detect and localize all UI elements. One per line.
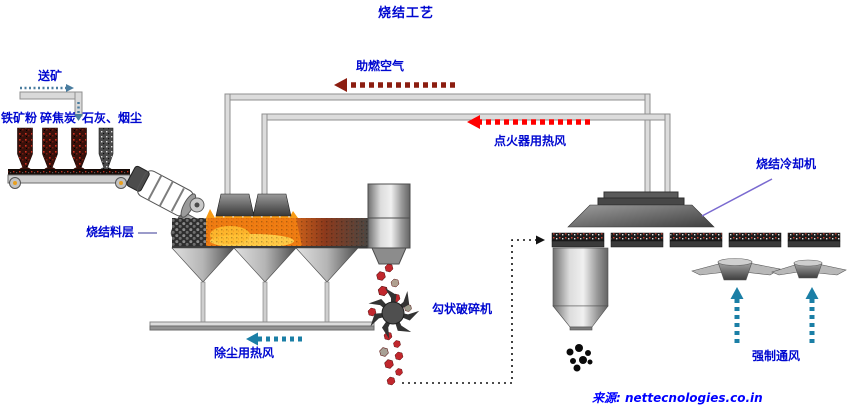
cooling-fan-left [691, 258, 781, 281]
combustion-air-pipe [224, 93, 651, 197]
label-iron-ore-powder: 铁矿粉 [1, 111, 38, 125]
label-sinter-cooler: 烧结冷却机 [756, 157, 817, 171]
forced-draft-arrow-right-icon [805, 287, 819, 343]
cooler-pointer-line [701, 178, 773, 217]
label-dedust-hot-air: 除尘用热风 [214, 346, 275, 360]
recycle-path-icon [402, 235, 545, 384]
label-lime-dust: 石灰、烟尘 [82, 111, 143, 125]
label-forced-draft: 强制通风 [752, 349, 801, 363]
label-combustion-air: 助燃空气 [356, 59, 405, 73]
combustion-air-arrow-icon [334, 78, 455, 92]
feed-arrow-icon [20, 84, 83, 121]
forced-draft-arrow-left-icon [730, 287, 744, 343]
raw-material-hoppers [17, 127, 114, 169]
surge-hopper [552, 247, 609, 331]
cooled-sinter-chunks [566, 344, 593, 372]
label-hook-crusher: 勾状破碎机 [432, 302, 493, 316]
ignition-hoods [215, 193, 292, 217]
label-igniter-hot-air: 点火器用热风 [494, 134, 567, 148]
source-prefix: 来源: [592, 391, 621, 405]
igniter-hot-air-arrow-icon [467, 115, 590, 129]
hot-sinter-chunks [367, 263, 413, 386]
igniter-air-pipe [261, 113, 671, 197]
dedust-arrow-icon [246, 332, 302, 346]
windboxes [171, 247, 359, 323]
discharge-chute [367, 183, 411, 265]
feed-belt-conveyor [7, 167, 131, 189]
page-title: 烧结工艺 [378, 6, 435, 21]
sinter-cooler-hood [567, 191, 715, 228]
label-sinter-bed-layer: 烧结料层 [86, 225, 135, 239]
source-credit: 来源: nettecnologies.co.in [592, 389, 763, 406]
hook-crusher [367, 288, 420, 339]
label-feed-ore: 送矿 [38, 69, 63, 83]
source-site: nettecnologies.co.in [625, 391, 763, 405]
dedusting-duct [149, 321, 375, 331]
cooling-fan-right [771, 259, 847, 279]
label-crushed-coke: 碎焦炭 [40, 111, 77, 125]
cooler-conveyor [551, 232, 841, 248]
feed-roller [189, 197, 205, 213]
